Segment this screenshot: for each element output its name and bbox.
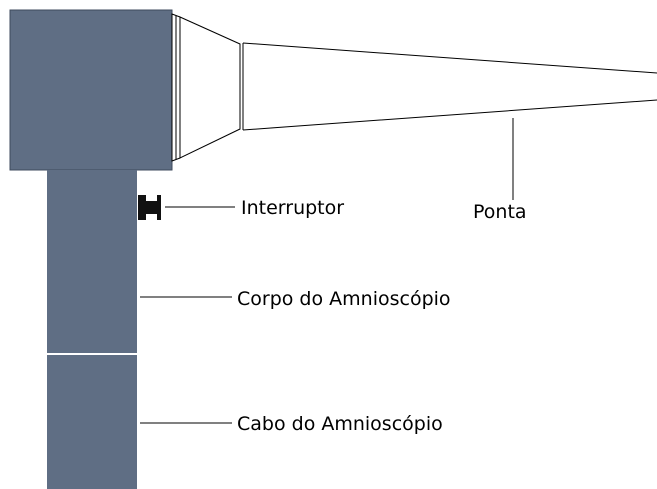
label-tip: Ponta: [473, 201, 527, 223]
amnioscope-body: [47, 170, 137, 354]
amnioscope-head: [9, 9, 173, 171]
amnioscope-cone: [179, 16, 241, 159]
label-switch: Interruptor: [241, 197, 344, 219]
label-handle: Cabo do Amnioscópio: [237, 413, 443, 435]
switch-knob: [138, 195, 161, 220]
amnioscope-handle: [47, 354, 137, 489]
amnioscope-tip: [242, 42, 657, 131]
label-body: Corpo do Amnioscópio: [237, 288, 451, 310]
